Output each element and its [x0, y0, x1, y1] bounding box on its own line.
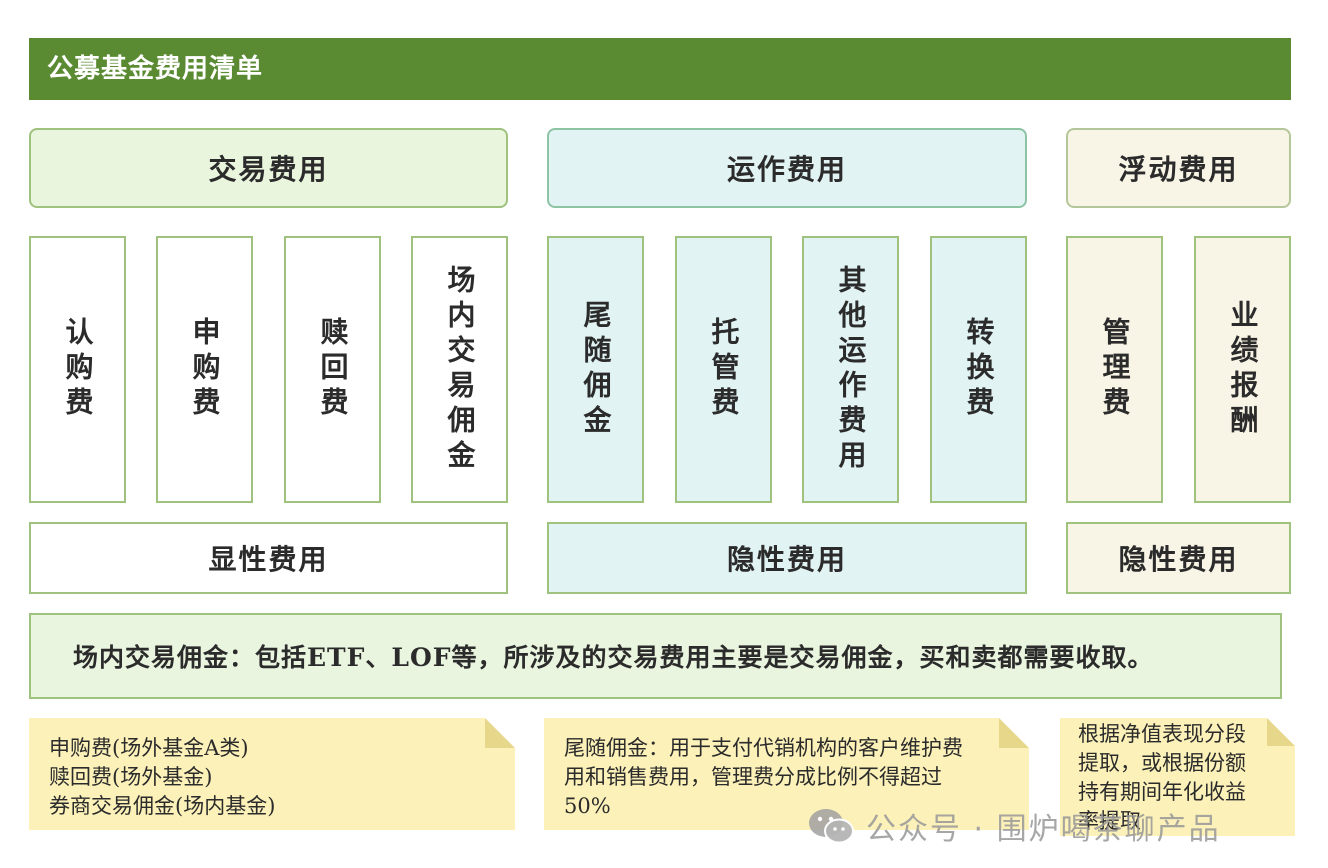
- bottom-label-text: 隐性费用: [726, 543, 847, 576]
- sticky-note-line: 用和销售费用，管理费分成比例不得超过: [564, 765, 942, 789]
- wechat-icon: [809, 809, 854, 844]
- fee-column-other-operation: 其他运作费用: [802, 236, 899, 503]
- fee-column-management: 管理费: [1066, 236, 1163, 503]
- page-fold-icon: [1267, 718, 1295, 746]
- sticky-note-floating: 根据净值表现分段 提取，或根据份额 持有期间年化收益 率提取: [1060, 718, 1295, 836]
- fee-column-label: 其他运作费用: [834, 264, 868, 475]
- sticky-note-line: 提取，或根据份额: [1078, 751, 1246, 775]
- sticky-note-line: 根据净值表现分段: [1078, 722, 1246, 746]
- category-operation-fees: 运作费用: [547, 128, 1027, 208]
- sticky-note-line: 赎回费(场外基金): [49, 765, 213, 789]
- bottom-label-text: 隐性费用: [1118, 543, 1239, 576]
- category-label: 运作费用: [726, 153, 847, 186]
- watermark: 公众号 · 围炉喝茶聊产品: [806, 804, 1221, 848]
- fee-column-label: 申购费: [188, 317, 222, 422]
- fee-column-redemption: 赎回费: [284, 236, 381, 503]
- fee-column-performance: 业绩报酬: [1194, 236, 1291, 503]
- category-floating-fees: 浮动费用: [1066, 128, 1291, 208]
- category-label: 浮动费用: [1118, 153, 1239, 186]
- sticky-note-line: 持有期间年化收益: [1078, 780, 1246, 804]
- fee-column-label: 赎回费: [316, 317, 350, 422]
- fee-column-conversion: 转换费: [930, 236, 1027, 503]
- fee-column-custody: 托管费: [675, 236, 772, 503]
- sticky-note-line: 尾随佣金：用于支付代销机构的客户维护费: [564, 736, 963, 760]
- fee-column-label: 认购费: [61, 317, 95, 422]
- fee-column-label: 场内交易佣金: [443, 264, 477, 475]
- page-fold-icon: [485, 718, 515, 748]
- fee-column-exchange-commission: 场内交易佣金: [411, 236, 508, 503]
- fee-column-purchase: 申购费: [156, 236, 253, 503]
- sticky-note-line: 券商交易佣金(场内基金): [49, 794, 276, 818]
- sticky-note-trade: 申购费(场外基金A类) 赎回费(场外基金) 券商交易佣金(场内基金): [29, 718, 515, 830]
- watermark-text: 公众号 · 围炉喝茶聊产品: [866, 812, 1221, 847]
- note-text: 场内交易佣金：包括ETF、LOF等，所涉及的交易费用主要是交易佣金，买和卖都需要…: [73, 643, 1154, 672]
- fee-column-label: 尾随佣金: [579, 299, 613, 440]
- fee-column-label: 托管费: [707, 317, 741, 422]
- hidden-fees-label-operation: 隐性费用: [547, 522, 1027, 594]
- page-fold-icon: [999, 718, 1029, 748]
- hidden-fees-label-floating: 隐性费用: [1066, 522, 1291, 594]
- bottom-label-text: 显性费用: [208, 543, 329, 576]
- category-trade-fees: 交易费用: [29, 128, 508, 208]
- fee-column-subscription: 认购费: [29, 236, 126, 503]
- exchange-commission-note: 场内交易佣金：包括ETF、LOF等，所涉及的交易费用主要是交易佣金，买和卖都需要…: [29, 613, 1282, 699]
- explicit-fees-label: 显性费用: [29, 522, 508, 594]
- fee-column-label: 业绩报酬: [1226, 299, 1260, 440]
- fee-column-trailing-commission: 尾随佣金: [547, 236, 644, 503]
- fee-column-label: 转换费: [962, 317, 996, 422]
- sticky-note-operation: 尾随佣金：用于支付代销机构的客户维护费 用和销售费用，管理费分成比例不得超过 5…: [544, 718, 1029, 830]
- sticky-note-line: 50%: [564, 794, 611, 818]
- sticky-note-line: 率提取: [1078, 809, 1141, 833]
- category-label: 交易费用: [208, 153, 329, 186]
- sticky-note-line: 申购费(场外基金A类): [49, 736, 249, 760]
- page-title: 公募基金费用清单: [29, 38, 1291, 100]
- fee-column-label: 管理费: [1098, 317, 1132, 422]
